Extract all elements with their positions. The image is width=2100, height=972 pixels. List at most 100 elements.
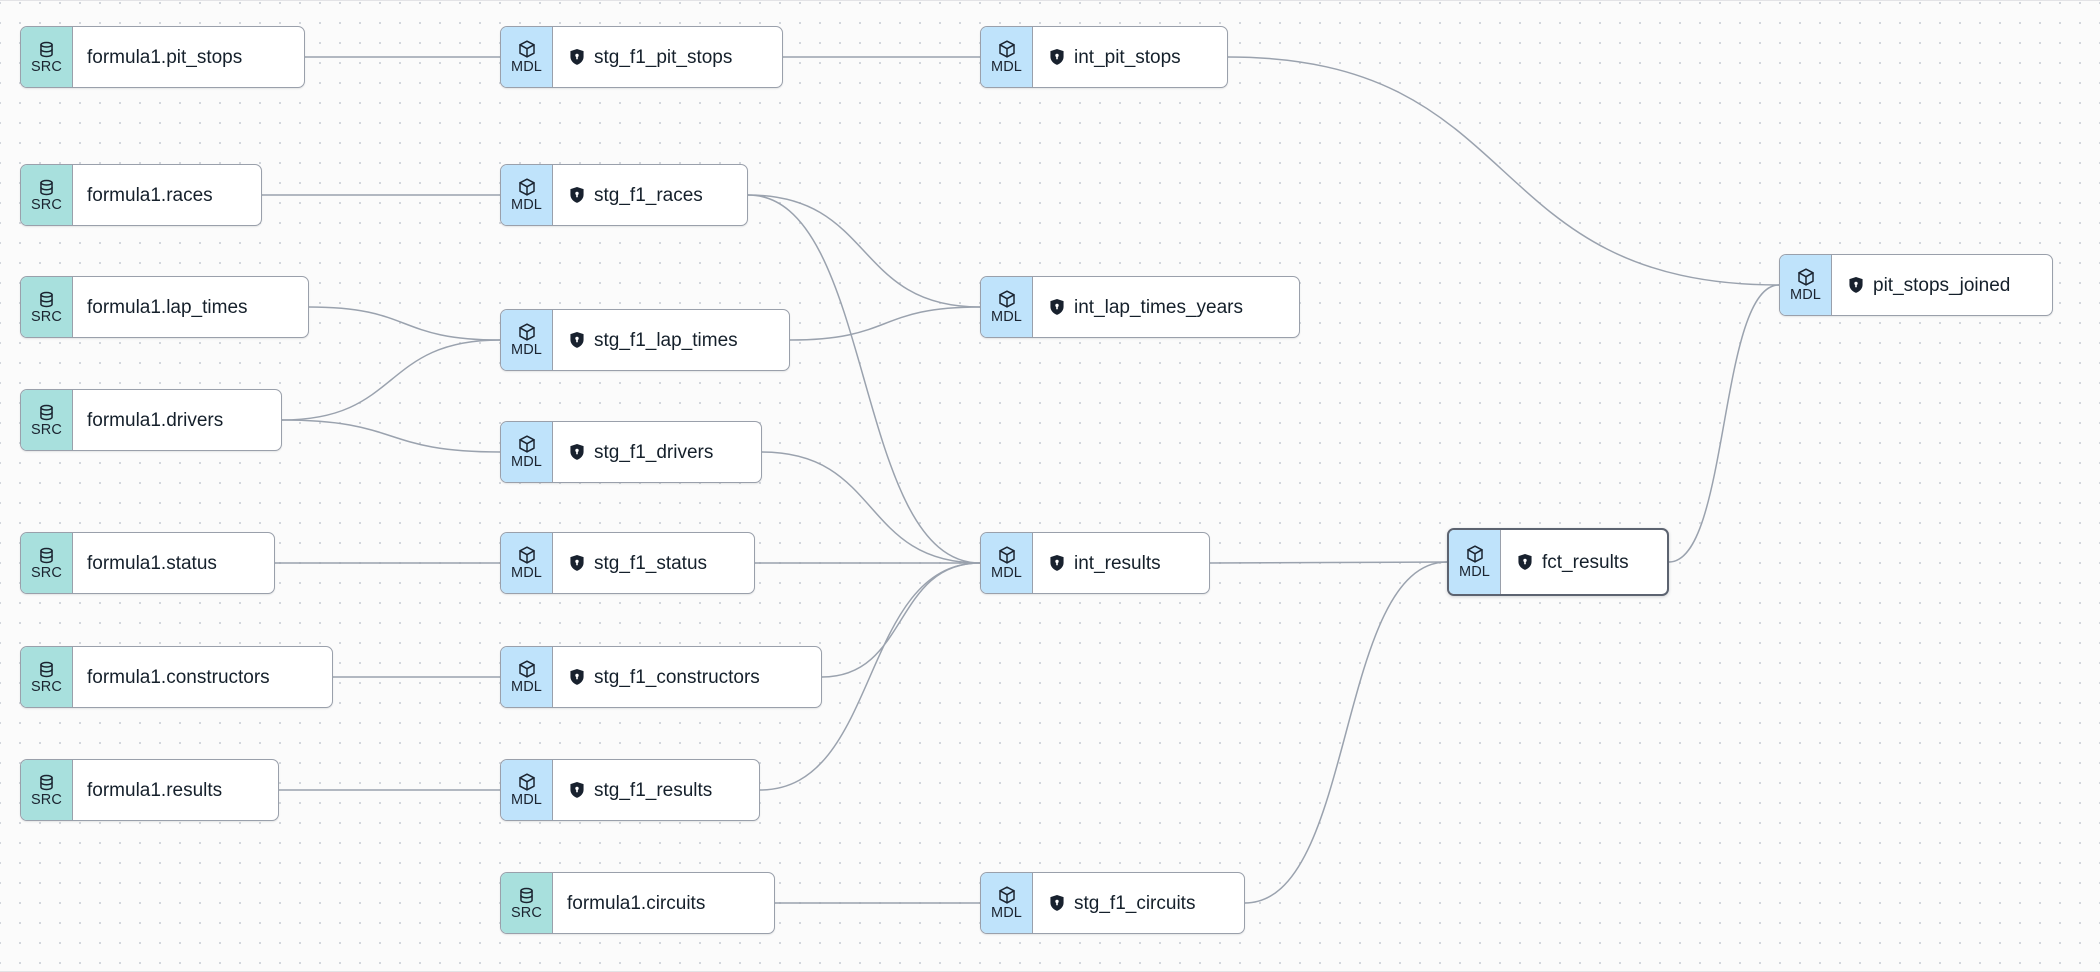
graph-node-src_results[interactable]: SRC formula1.results	[20, 759, 279, 821]
database-icon	[37, 773, 56, 792]
edge-src_lap_times-to-stg_lap_times	[308, 306, 501, 341]
database-icon	[517, 886, 536, 905]
node-body: formula1.results	[73, 760, 278, 820]
graph-node-pit_stops_joined[interactable]: MDL pit_stops_joined	[1779, 254, 2053, 316]
node-label: stg_f1_drivers	[594, 441, 714, 463]
model-badge: MDL	[501, 165, 553, 225]
node-body: formula1.status	[73, 533, 274, 593]
cube-icon	[517, 177, 537, 197]
graph-node-src_drivers[interactable]: SRC formula1.drivers	[20, 389, 282, 451]
node-label: int_lap_times_years	[1074, 296, 1243, 318]
graph-node-stg_results[interactable]: MDL stg_f1_results	[500, 759, 760, 821]
badge-label: MDL	[511, 792, 542, 809]
graph-node-int_lap_times_years[interactable]: MDL int_lap_times_years	[980, 276, 1300, 338]
database-icon	[37, 40, 56, 59]
model-badge: MDL	[981, 277, 1033, 337]
edge-stg_drivers-to-int_results	[761, 451, 981, 564]
model-badge: MDL	[981, 533, 1033, 593]
graph-node-stg_races[interactable]: MDL stg_f1_races	[500, 164, 748, 226]
model-badge: MDL	[501, 533, 553, 593]
model-badge: MDL	[1449, 530, 1501, 594]
node-label: pit_stops_joined	[1873, 274, 2011, 296]
node-label: stg_f1_circuits	[1074, 892, 1196, 914]
cube-icon	[517, 322, 537, 342]
model-badge: MDL	[501, 422, 553, 482]
graph-node-stg_status[interactable]: MDL stg_f1_status	[500, 532, 755, 594]
shield-lock-icon	[569, 554, 585, 572]
node-label: stg_f1_results	[594, 779, 713, 801]
source-badge: SRC	[21, 277, 73, 337]
edge-int_pit_stops-to-pit_stops_joined	[1227, 56, 1780, 286]
graph-node-stg_drivers[interactable]: MDL stg_f1_drivers	[500, 421, 762, 483]
source-badge: SRC	[21, 760, 73, 820]
node-body: stg_f1_status	[553, 533, 754, 593]
node-label: formula1.races	[87, 184, 213, 206]
source-badge: SRC	[21, 647, 73, 707]
badge-label: MDL	[1459, 564, 1490, 581]
cube-icon	[1465, 544, 1485, 564]
cube-icon	[997, 885, 1017, 905]
badge-label: MDL	[991, 59, 1022, 76]
graph-node-src_constructors[interactable]: SRC formula1.constructors	[20, 646, 333, 708]
badge-label: SRC	[31, 421, 62, 438]
node-body: stg_f1_results	[553, 760, 759, 820]
node-label: formula1.pit_stops	[87, 46, 243, 68]
edge-src_drivers-to-stg_lap_times	[281, 339, 501, 421]
badge-label: MDL	[511, 454, 542, 471]
cube-icon	[997, 545, 1017, 565]
model-badge: MDL	[501, 760, 553, 820]
node-label: formula1.circuits	[567, 892, 706, 914]
badge-label: MDL	[511, 197, 542, 214]
cube-icon	[1796, 267, 1816, 287]
badge-label: MDL	[1790, 287, 1821, 304]
source-badge: SRC	[21, 533, 73, 593]
node-body: stg_f1_drivers	[553, 422, 761, 482]
database-icon	[37, 403, 56, 422]
edge-stg_races-to-int_results	[747, 194, 981, 564]
node-body: stg_f1_races	[553, 165, 747, 225]
edge-stg_constructors-to-int_results	[821, 562, 981, 678]
cube-icon	[997, 39, 1017, 59]
shield-lock-icon	[569, 186, 585, 204]
edge-stg_races-to-int_lap_times_years	[747, 194, 981, 308]
badge-label: SRC	[31, 791, 62, 808]
shield-lock-icon	[1049, 298, 1065, 316]
cube-icon	[517, 772, 537, 792]
badge-label: MDL	[991, 905, 1022, 922]
node-body: int_lap_times_years	[1033, 277, 1299, 337]
node-body: formula1.lap_times	[73, 277, 308, 337]
shield-lock-icon	[569, 781, 585, 799]
node-body: int_results	[1033, 533, 1209, 593]
badge-label: SRC	[31, 308, 62, 325]
badge-label: MDL	[511, 342, 542, 359]
graph-node-int_results[interactable]: MDL int_results	[980, 532, 1210, 594]
node-label: formula1.constructors	[87, 666, 270, 688]
node-label: stg_f1_status	[594, 552, 708, 574]
shield-lock-icon	[569, 443, 585, 461]
database-icon	[37, 660, 56, 679]
graph-node-src_lap_times[interactable]: SRC formula1.lap_times	[20, 276, 309, 338]
node-body: formula1.races	[73, 165, 261, 225]
edge-stg_circuits-to-fct_results	[1244, 561, 1448, 904]
badge-label: MDL	[991, 565, 1022, 582]
node-body: stg_f1_circuits	[1033, 873, 1244, 933]
graph-node-stg_circuits[interactable]: MDL stg_f1_circuits	[980, 872, 1245, 934]
edge-src_drivers-to-stg_drivers	[281, 419, 501, 453]
database-icon	[37, 290, 56, 309]
badge-label: MDL	[511, 565, 542, 582]
shield-lock-icon	[569, 668, 585, 686]
node-label: formula1.results	[87, 779, 223, 801]
node-body: stg_f1_constructors	[553, 647, 821, 707]
model-badge: MDL	[981, 873, 1033, 933]
node-body: formula1.drivers	[73, 390, 281, 450]
